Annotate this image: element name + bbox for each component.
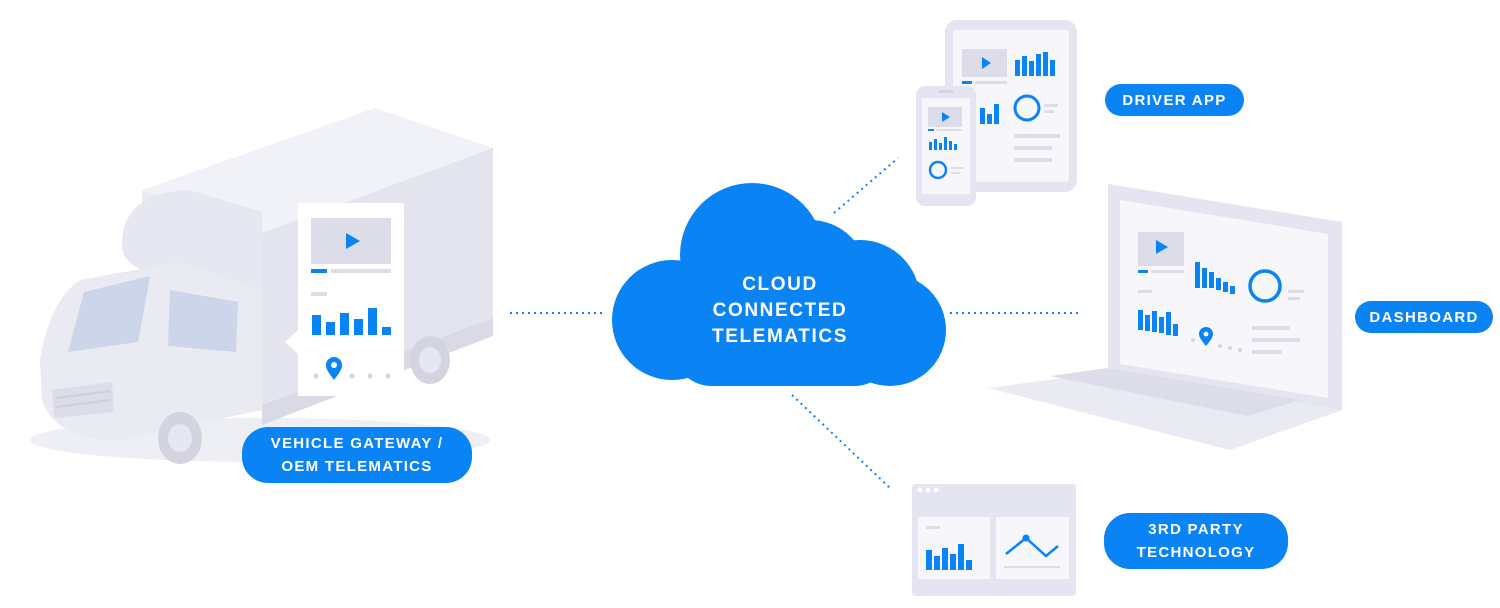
connector-third-party: [791, 394, 891, 489]
line-chart-icon: [1004, 534, 1060, 568]
cloud-label-line-2: CONNECTED: [712, 300, 848, 321]
third-party-label-line-2: TECHNOLOGY: [1136, 544, 1256, 561]
driver-app-label-text: DRIVER APP: [1122, 91, 1227, 109]
cloud-shape: [612, 183, 946, 386]
driver-app-devices: [916, 20, 1077, 206]
vehicle-data-card: [285, 203, 404, 396]
dashboard-label-text: DASHBOARD: [1369, 308, 1479, 326]
donut-chart-icon: [1013, 94, 1041, 122]
bar-chart-icon: [926, 544, 972, 570]
vehicle-gateway-label-line-2: OEM TELEMATICS: [281, 458, 433, 475]
bar-chart-icon: [1015, 52, 1055, 76]
third-party-label: 3RD PARTY TECHNOLOGY: [1104, 513, 1288, 569]
third-party-label-line-1: 3RD PARTY: [1148, 521, 1244, 538]
donut-chart-icon: [928, 160, 948, 180]
truck-illustration: [30, 108, 493, 464]
dashboard-laptop: [988, 184, 1342, 450]
bar-chart-icon: [929, 137, 957, 150]
driver-app-label: DRIVER APP: [1105, 84, 1244, 116]
connector-driver-app: [833, 157, 899, 214]
play-icon: [982, 57, 991, 69]
bar-chart-icon: [1138, 310, 1178, 336]
play-icon: [346, 233, 360, 249]
dashboard-label: DASHBOARD: [1355, 301, 1493, 333]
donut-chart-icon: [1248, 269, 1282, 303]
cloud-label-line-1: CLOUD: [742, 274, 818, 295]
cloud-label-line-3: TELEMATICS: [712, 326, 848, 347]
connectors: [510, 157, 1080, 489]
map-pin-icon: [1199, 327, 1213, 346]
vehicle-gateway-label-line-1: VEHICLE GATEWAY /: [270, 435, 444, 452]
bar-chart-icon: [312, 308, 391, 335]
map-pin-icon: [326, 357, 342, 380]
third-party-window: [912, 484, 1076, 596]
cloud-label: CLOUD CONNECTED TELEMATICS: [660, 272, 900, 350]
play-icon: [1156, 240, 1168, 254]
vehicle-gateway-label: VEHICLE GATEWAY / OEM TELEMATICS: [242, 427, 472, 483]
play-icon: [942, 112, 950, 122]
bar-chart-icon: [1195, 262, 1235, 294]
bar-chart-icon: [980, 104, 999, 124]
